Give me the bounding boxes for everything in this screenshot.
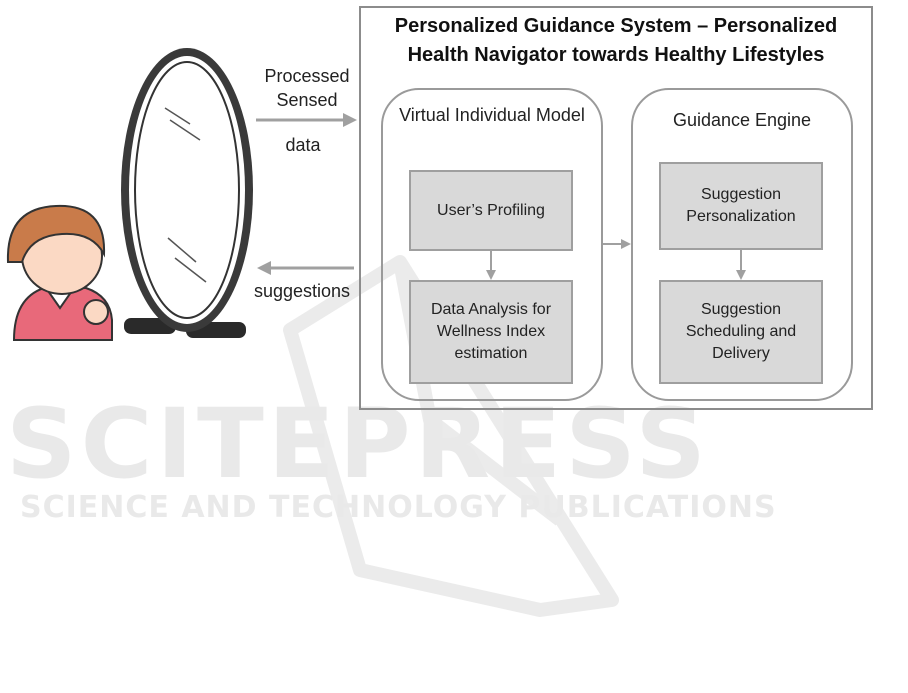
mirror-glass — [129, 56, 245, 324]
watermark-shape — [283, 255, 619, 617]
mirror-icon — [121, 48, 253, 338]
suggestions-label: suggestions — [253, 281, 351, 301]
person-shirt — [12, 287, 113, 341]
watermark-title: SCITEPRESS — [6, 388, 711, 500]
system-frame — [359, 6, 873, 410]
incoming-arrow-label-data: data — [285, 135, 321, 155]
incoming-arrow-label: Processed Sensed — [264, 66, 350, 110]
users-profiling-box: User’s Profiling — [409, 170, 573, 251]
person-hair — [6, 204, 106, 263]
virtual-individual-model-title: Virtual Individual Model — [399, 105, 585, 125]
watermark-subtitle: SCIENCE AND TECHNOLOGY PUBLICATIONS — [20, 490, 777, 525]
guidance-engine-title: Guidance Engine — [672, 110, 812, 130]
mirror-inner-rim — [134, 61, 240, 319]
virtual-individual-model-panel — [381, 88, 603, 401]
person-icon — [6, 204, 113, 341]
guidance-engine-panel — [631, 88, 853, 401]
suggestion-scheduling-box: Suggestion Scheduling and Delivery — [659, 280, 823, 384]
system-title: Personalized Guidance System – Personali… — [394, 15, 838, 66]
data-analysis-box: Data Analysis for Wellness Index estimat… — [409, 280, 573, 384]
suggestion-personalization-box: Suggestion Personalization — [659, 162, 823, 250]
person-hand — [83, 299, 109, 325]
